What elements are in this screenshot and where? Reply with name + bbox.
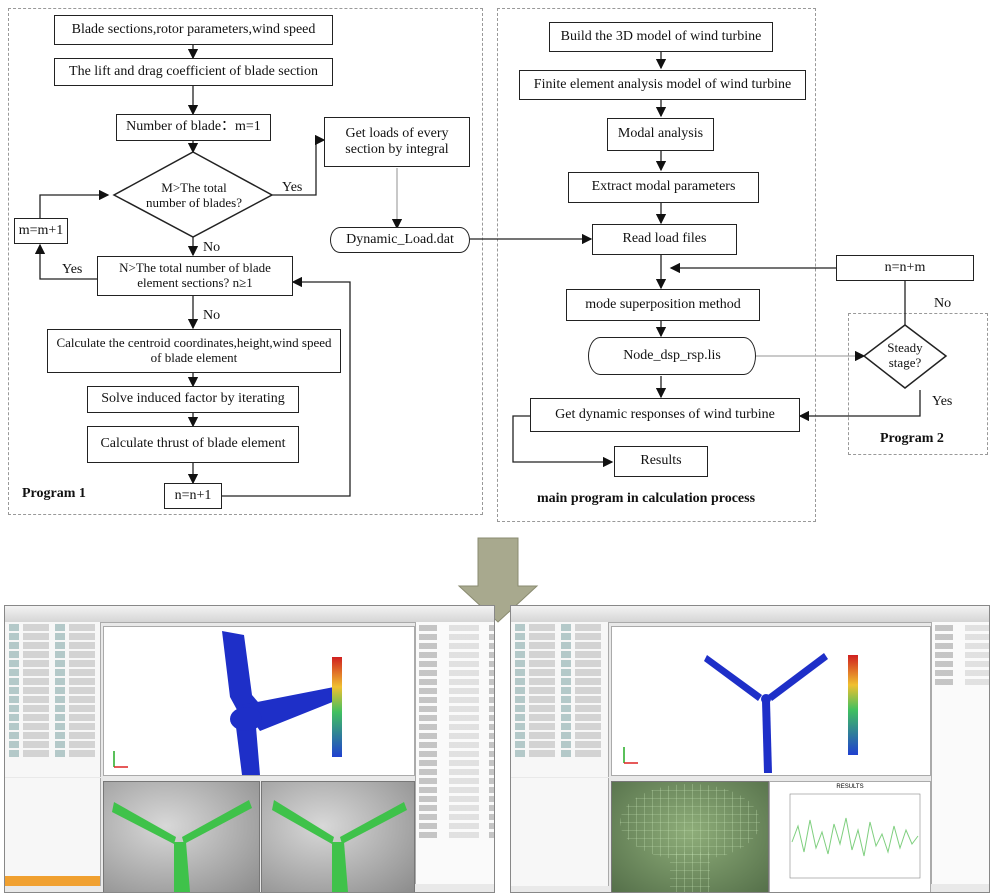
model-tree-panel-right xyxy=(511,622,609,777)
modal-analysis-box: Modal analysis xyxy=(607,118,714,151)
status-bar xyxy=(5,876,100,886)
program2-no-label: No xyxy=(934,296,952,311)
n-update-box: n=n+m xyxy=(836,255,974,281)
steady-stage-text: Steady stage? xyxy=(887,340,923,370)
responses-box: Get dynamic responses of wind turbine xyxy=(530,398,800,432)
turbine-deformed-icon xyxy=(113,631,342,775)
build-3d-box: Build the 3D model of wind turbine xyxy=(549,22,773,52)
get-loads-box: Get loads of every section by integral xyxy=(324,117,470,167)
properties-panel xyxy=(415,622,494,884)
node-file: Node_dsp_rsp.lis xyxy=(588,337,756,375)
turbine-mesh-icon-2 xyxy=(272,800,407,892)
yes-m-label: Yes xyxy=(282,180,303,195)
chart-title: RESULTS xyxy=(836,784,864,790)
number-of-blade-box: Number of blade：m=1 xyxy=(116,114,271,141)
no-m-label: No xyxy=(203,240,221,255)
yes-n-label: Yes xyxy=(62,262,83,277)
centroid-box: Calculate the centroid coordinates,heigh… xyxy=(47,329,341,373)
decision-diamond-m xyxy=(112,151,274,238)
hub-mesh-view xyxy=(611,781,769,892)
response-chart: RESULTS xyxy=(769,781,931,892)
response-line-chart xyxy=(789,793,921,879)
program1-label: Program 1 xyxy=(22,486,86,501)
n-increment-box: n=n+1 xyxy=(164,483,222,509)
fea-screenshot-right: RESULTS xyxy=(510,605,990,893)
extract-modal-box: Extract modal parameters xyxy=(568,172,759,203)
fea-model-box: Finite element analysis model of wind tu… xyxy=(519,70,806,100)
program1-frame xyxy=(8,8,483,515)
program2-frame xyxy=(848,313,988,455)
secondary-panel xyxy=(5,778,101,886)
blade-sections-box: Blade sections,rotor parameters,wind spe… xyxy=(54,15,333,45)
menu-bar-right xyxy=(511,606,989,623)
results-box: Results xyxy=(614,446,708,477)
turbine-3d-view-right xyxy=(611,626,931,776)
turbine-3d-view xyxy=(103,626,415,776)
down-arrow-icon xyxy=(457,537,539,623)
fea-screenshot-left xyxy=(4,605,495,893)
mode-superposition-box: mode superposition method xyxy=(566,289,760,321)
program2-label: Program 2 xyxy=(880,431,944,446)
turbine-icon xyxy=(623,653,858,773)
dynamic-load-file: Dynamic_Load.dat xyxy=(330,227,470,253)
read-load-box: Read load files xyxy=(592,224,737,255)
program2-yes-label: Yes xyxy=(932,394,953,409)
lift-drag-box: The lift and drag coefficient of blade s… xyxy=(54,58,333,86)
mesh-view-1 xyxy=(103,781,260,892)
induced-factor-box: Solve induced factor by iterating xyxy=(87,386,299,413)
model-tree-panel xyxy=(5,622,101,777)
main-program-frame xyxy=(497,8,816,522)
secondary-panel-right xyxy=(511,778,609,886)
m-increment-box: m=m+1 xyxy=(14,218,68,244)
decision-n-box: N>The total number of blade element sect… xyxy=(97,256,293,296)
decision-m-text: M>The total number of blades? xyxy=(145,180,243,210)
no-n-label: No xyxy=(203,308,221,323)
thrust-box: Calculate thrust of blade element xyxy=(87,426,299,463)
mesh-view-2 xyxy=(261,781,415,892)
decision-diamond-steady xyxy=(862,324,948,389)
hub-mesh-icon xyxy=(620,784,760,892)
menu-bar xyxy=(5,606,494,623)
properties-panel-right xyxy=(931,622,989,884)
turbine-mesh-icon xyxy=(112,800,252,892)
main-program-label: main program in calculation process xyxy=(537,491,756,506)
